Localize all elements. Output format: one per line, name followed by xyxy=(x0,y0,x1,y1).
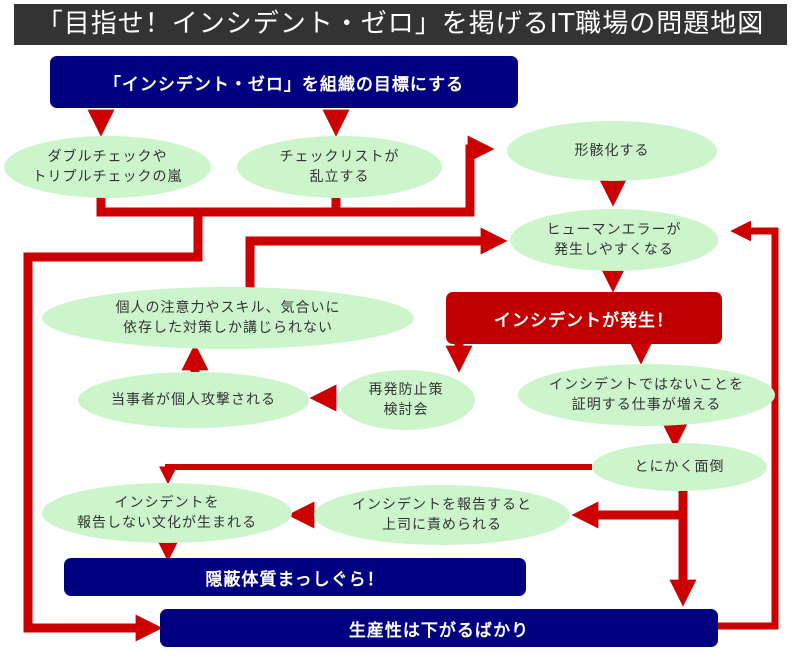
troublesome-node: とにかく面倒 xyxy=(592,443,767,491)
human-error-label: ヒューマンエラーが 発生しやすくなる xyxy=(546,222,682,258)
individual-measures-node: 個人の注意力やスキル、気合いに 依存した対策しか講じられない xyxy=(42,287,414,349)
prevention-meeting-label: 再発防止策 検討会 xyxy=(368,382,444,418)
concealment-label: 隠蔽体質まっしぐら！ xyxy=(205,569,385,590)
formalized-node: 形骸化する xyxy=(507,121,717,181)
connector-left-trunk xyxy=(23,212,203,642)
double-check-label: ダブルチェックや トリプルチェックの嵐 xyxy=(32,149,183,185)
checklists-label: チェックリストが 乱立する xyxy=(279,149,400,185)
blamed-label: インシデントを報告すると 上司に責められる xyxy=(352,497,532,533)
prove-not-incident-label: インシデントではないことを 証明する仕事が増える xyxy=(549,377,744,413)
troublesome-label: とにかく面倒 xyxy=(634,459,725,475)
goal-box: 「インシデント・ゼロ」を組織の目標にする xyxy=(50,56,518,108)
personal-attack-label: 当事者が個人攻撃される xyxy=(111,392,276,408)
blamed-node: インシデントを報告すると 上司に責められる xyxy=(314,485,570,545)
productivity-box: 生産性は下がるばかり xyxy=(160,609,718,647)
prevention-meeting-node: 再発防止策 検討会 xyxy=(337,370,475,430)
individual-measures-label: 個人の注意力やスキル、気合いに 依存した対策しか講じられない xyxy=(115,300,341,336)
incident-box: インシデントが発生！ xyxy=(446,292,722,344)
productivity-label: 生産性は下がるばかり xyxy=(348,620,530,641)
arrow-productivity-loop xyxy=(718,220,779,630)
connector-merge-top xyxy=(96,135,495,217)
goal-label: 「インシデント・ゼロ」を組織の目標にする xyxy=(103,74,465,95)
arrow-individual-to-human-error xyxy=(245,227,508,290)
double-check-node: ダブルチェックや トリプルチェックの嵐 xyxy=(4,136,211,198)
incident-label: インシデントが発生！ xyxy=(494,310,674,331)
arrow-troublesome-to-culture xyxy=(159,464,592,485)
formalized-label: 形骸化する xyxy=(574,143,650,159)
prove-not-incident-node: インシデントではないことを 証明する仕事が増える xyxy=(518,364,775,426)
no-report-culture-node: インシデントを 報告しない文化が生まれる xyxy=(42,483,292,543)
diagram-title: 「目指せ！インシデント・ゼロ」を掲げるIT職場の問題地図 xyxy=(14,4,787,45)
no-report-culture-label: インシデントを 報告しない文化が生まれる xyxy=(77,495,257,531)
checklists-node: チェックリストが 乱立する xyxy=(237,136,442,198)
personal-attack-node: 当事者が個人攻撃される xyxy=(78,372,309,428)
concealment-box: 隠蔽体質まっしぐら！ xyxy=(64,558,526,596)
human-error-node: ヒューマンエラーが 発生しやすくなる xyxy=(510,209,718,271)
